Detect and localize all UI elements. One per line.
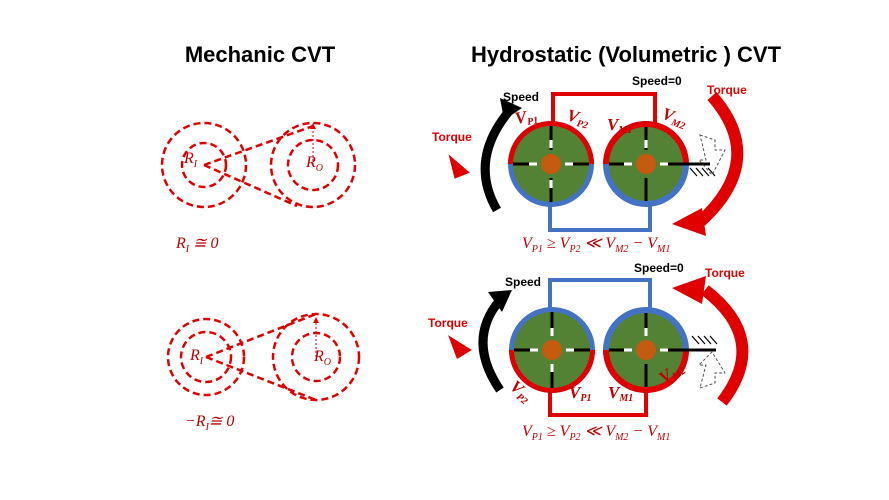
- title-hydrostatic: Hydrostatic (Volumetric ) CVT: [471, 42, 782, 67]
- torque-arrow-right-top: [695, 92, 744, 227]
- pump-top: [508, 121, 594, 207]
- ri-label-bottom: RI: [189, 347, 204, 367]
- torque-left-label-bottom: Torque: [428, 316, 468, 330]
- mechanic-bottom-equation: −RI≅ 0: [185, 413, 234, 433]
- torque-arrow-right-bottom: [701, 285, 749, 406]
- motor-top: [603, 121, 710, 207]
- input-pulley-outer: [166, 317, 246, 397]
- vm1-label-bottom: VM1: [608, 383, 633, 404]
- speed-label-top: Speed: [503, 90, 539, 104]
- belt-top: [205, 312, 317, 359]
- low-pressure-line: [548, 200, 652, 232]
- hydro-equation-bottom: VP1 ≥ VP2 ≪ VM2 − VM1: [522, 423, 670, 443]
- motor-bottom: [603, 307, 716, 393]
- ground-hatch-top: [689, 167, 716, 177]
- output-pulley-outer: [269, 121, 357, 209]
- dashed-torque-symbol-top: [697, 134, 726, 176]
- vp1-label-bottom: VP1: [569, 383, 591, 404]
- vm2-label-top: VM2: [659, 104, 690, 132]
- mechanic-top: [160, 121, 357, 209]
- belt-top: [203, 124, 314, 167]
- input-pulley-inner: [180, 141, 228, 189]
- torque-left-label-top: Torque: [432, 130, 472, 144]
- speed-zero-label-bottom: Speed=0: [634, 261, 684, 275]
- speed-zero-label-top: Speed=0: [632, 74, 682, 88]
- torque-right-label-top: Torque: [707, 83, 747, 97]
- mechanic-top-equation: RI ≅ 0: [175, 235, 219, 255]
- vp1-label-top: VP1: [513, 105, 539, 130]
- speed-arrow-head-bottom: [488, 290, 512, 312]
- torque-right-label-bottom: Torque: [705, 266, 745, 280]
- vm1-label-top: VM1: [607, 115, 632, 136]
- mechanic-bottom: [166, 312, 361, 402]
- output-pulley-outer: [271, 312, 361, 402]
- belt-bottom: [203, 163, 298, 208]
- hydro-equation-top: VP1 ≥ VP2 ≪ VM2 − VM1: [522, 235, 670, 255]
- torque-arrow-left-bottom: [448, 335, 472, 359]
- high-pressure-line: [551, 92, 657, 132]
- vp2-label-top: VP2: [564, 106, 591, 132]
- output-pulley-inner: [286, 138, 340, 192]
- speed-arrow-head-top: [500, 98, 522, 120]
- ro-label-bottom: RO: [313, 348, 331, 368]
- speed-label-bottom: Speed: [505, 275, 541, 289]
- speed-arrow-top: [480, 107, 514, 213]
- low-pressure-line: [548, 278, 652, 318]
- ri-label-top: RI: [183, 150, 198, 170]
- high-pressure-line: [548, 390, 648, 417]
- input-pulley-inner: [179, 330, 233, 384]
- ground-hatch-bottom: [691, 335, 718, 345]
- pump-bottom: [509, 307, 595, 393]
- title-mechanic: Mechanic CVT: [185, 42, 336, 67]
- hydro-top: Speed Speed=0 Torque Torque VP1 VP2 VM1 …: [432, 74, 747, 236]
- hydro-bottom: Speed Speed=0 Torque Torque VP2 VP1 VM1 …: [428, 261, 749, 417]
- torque-arrow-right-head-top: [672, 208, 706, 236]
- belt-bottom: [205, 355, 317, 402]
- dashed-torque-symbol-bottom: [697, 351, 726, 389]
- speed-arrow-bottom: [478, 297, 504, 393]
- torque-arrow-right-head-bottom: [672, 276, 706, 304]
- ro-label-top: RO: [305, 154, 323, 174]
- input-pulley-outer: [160, 121, 248, 209]
- torque-arrow-left-top: [448, 154, 470, 179]
